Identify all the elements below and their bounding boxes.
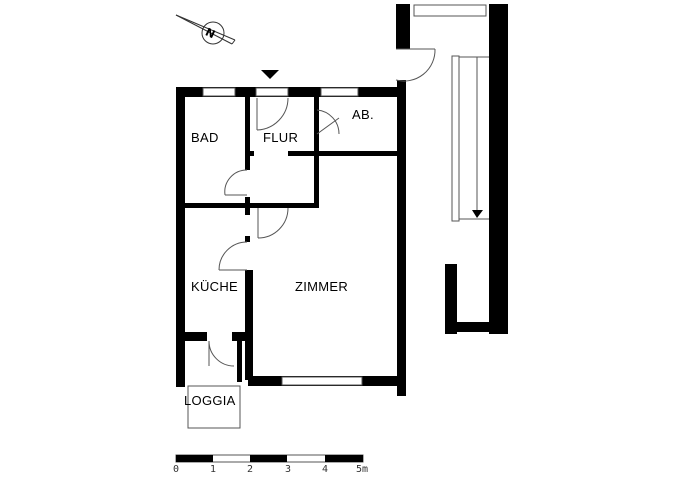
- scale-tick: 1: [210, 464, 217, 475]
- scale-bar: [175, 454, 364, 463]
- scale-tick: 4: [322, 464, 329, 475]
- staircase: [451, 55, 489, 222]
- scale-tick: 5m: [356, 464, 369, 475]
- room-label-flur: FLUR: [263, 130, 299, 145]
- scale-tick: 2: [247, 464, 254, 475]
- entrance-marker-icon: [261, 70, 279, 79]
- walls: [176, 4, 508, 396]
- room-label-ab: AB.: [352, 107, 374, 122]
- scale-tick: 3: [285, 464, 292, 475]
- stair-down-arrow-icon: [472, 210, 483, 218]
- windows: [202, 4, 487, 386]
- room-label-zimmer: ZIMMER: [295, 279, 349, 294]
- room-label-bad: BAD: [191, 130, 219, 145]
- north-arrow-icon: N: [175, 14, 236, 45]
- room-label-loggia: LOGGIA: [184, 393, 236, 408]
- scale-tick: 0: [173, 464, 180, 475]
- doors: [187, 48, 436, 429]
- room-label-kueche: KÜCHE: [191, 279, 239, 294]
